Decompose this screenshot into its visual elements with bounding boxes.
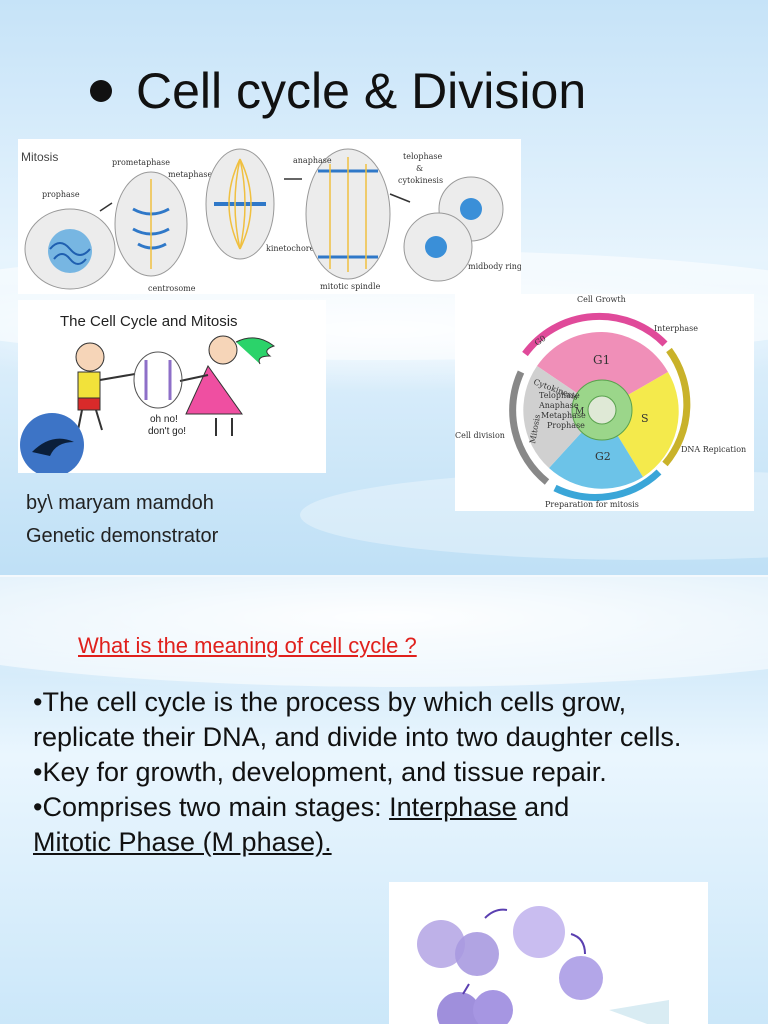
label-prometaphase: prometaphase: [112, 158, 170, 167]
cartoon-heading: The Cell Cycle and Mitosis: [60, 313, 238, 330]
body-text: •The cell cycle is the process by which …: [33, 685, 733, 860]
label-cell-division: Cell division: [455, 431, 505, 440]
speech-line-1: oh no!: [150, 414, 178, 425]
label-dna-replication: DNA Repication: [681, 445, 746, 454]
label-preparation-mitosis: Preparation for mitosis: [545, 500, 639, 509]
cells-illustration: [417, 906, 669, 1024]
label-m: M: [575, 407, 584, 417]
author-name: by\ maryam mamdoh: [26, 492, 214, 514]
bullet-2: •Key for growth, development, and tissue…: [33, 757, 607, 787]
sector-m: [523, 366, 602, 468]
label-amp: &: [416, 164, 423, 173]
question-heading: What is the meaning of cell cycle ?: [78, 633, 417, 658]
label-telophase-cc: Telophase: [539, 391, 580, 400]
slide-2: What is the meaning of cell cycle ? •The…: [0, 577, 768, 1024]
label-interphase: Interphase: [654, 324, 698, 333]
label-s: S: [641, 412, 649, 425]
label-g1: G1: [593, 353, 610, 367]
cells-image: [389, 882, 708, 1024]
label-centrosome: centrosome: [148, 284, 196, 293]
label-kinetochore: kinetochore: [266, 244, 315, 253]
bullet-1: •The cell cycle is the process by which …: [33, 687, 682, 752]
mitotic-phase-term: Mitotic Phase (M phase).: [33, 827, 332, 857]
label-prophase-cc: Prophase: [547, 421, 585, 430]
slide-title: Cell cycle & Division: [90, 62, 586, 120]
title-text: Cell cycle & Division: [136, 63, 587, 119]
label-midbody-ring: midbody ring: [468, 262, 521, 271]
mitosis-diagram: Mitosis prophase prometaphase metaphase …: [21, 148, 522, 293]
label-cell-growth: Cell Growth: [577, 295, 626, 304]
label-telophase: telophase: [403, 152, 442, 161]
label-metaphase-cc: Metaphase: [541, 411, 586, 420]
speech-line-2: don't go!: [148, 426, 186, 437]
label-metaphase: metaphase: [168, 170, 212, 179]
label-anaphase-cc: Anaphase: [538, 401, 579, 410]
sector-g2: [549, 410, 643, 489]
cell-cycle-diagram-panel: Cell Growth Interphase G0 G1 S G2 M Cyto…: [455, 294, 754, 511]
prophase-nucleus: [48, 229, 92, 273]
mitosis-figure: Mitosis prophase prometaphase metaphase …: [18, 139, 522, 294]
label-anaphase: anaphase: [293, 156, 332, 165]
cell-cycle-diagram: Cell Growth Interphase G0 G1 S G2 M Cyto…: [455, 295, 746, 509]
author-role: Genetic demonstrator: [26, 525, 219, 547]
cartoon-panel: The Cell Cycle and Mitosis oh no! don't …: [18, 300, 326, 477]
bullet-3-and: and: [516, 792, 570, 822]
label-cytokinesis: cytokinesis: [398, 176, 443, 185]
background-wave: [0, 577, 768, 687]
bullet-3: •Comprises two main stages: Interphase a…: [33, 790, 733, 860]
interphase-term: Interphase: [389, 792, 517, 822]
cartoon-illustration: The Cell Cycle and Mitosis oh no! don't …: [20, 313, 276, 477]
mitosis-heading: Mitosis: [21, 150, 58, 164]
sector-s: [602, 372, 679, 477]
bullet-dot-icon: [90, 79, 112, 102]
label-mitotic-spindle: mitotic spindle: [320, 282, 381, 291]
label-prophase: prophase: [42, 190, 80, 199]
bullet-3-prefix: •Comprises two main stages:: [33, 792, 390, 822]
slide-1: Cell cycle & Division Mitosis prophase p…: [0, 0, 768, 575]
label-g2: G2: [595, 450, 611, 463]
